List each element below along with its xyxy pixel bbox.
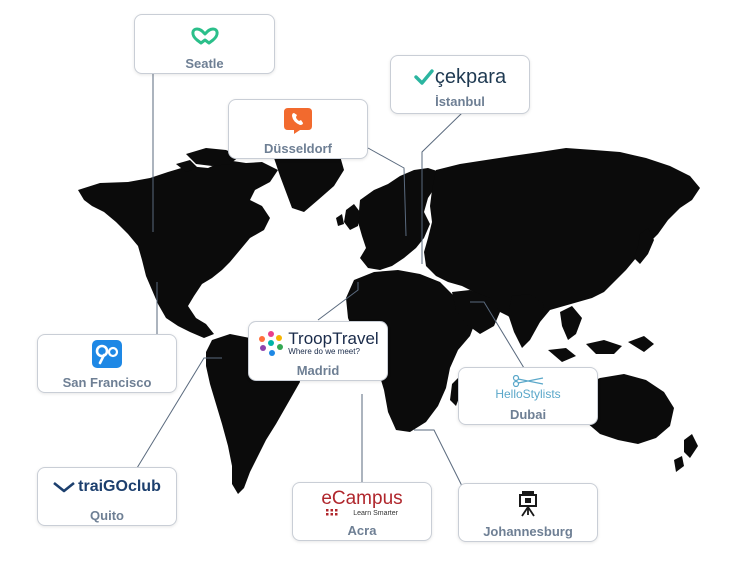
cekpara-logo: çekpara bbox=[414, 60, 506, 94]
city-label: San Francisco bbox=[62, 375, 152, 390]
ecampus-wordmark: eCampus bbox=[321, 487, 403, 509]
southeast-asia bbox=[548, 306, 654, 362]
city-label: Seatle bbox=[185, 55, 224, 71]
north-america bbox=[78, 160, 278, 338]
heart-links-icon bbox=[188, 18, 222, 52]
city-label: Acra bbox=[347, 522, 377, 538]
trooptravel-tagline: Where do we meet? bbox=[288, 346, 360, 356]
chevron-arrow-icon bbox=[53, 481, 75, 493]
location-card-johannesburg[interactable]: Johannesburg bbox=[458, 483, 598, 542]
checkmark-icon bbox=[414, 69, 434, 85]
connector-johannesburg bbox=[414, 429, 463, 487]
ecampus-tagline: Learn Smarter bbox=[353, 510, 398, 517]
connector-lines bbox=[136, 73, 525, 487]
location-card-seatle[interactable]: Seatle bbox=[134, 14, 275, 74]
new-zealand bbox=[674, 434, 698, 472]
traigoclub-logo: traiGOclub bbox=[53, 470, 161, 504]
connector-madrid bbox=[317, 282, 359, 321]
trooptravel-logo: TroopTravel Where do we meet? bbox=[257, 325, 379, 361]
grid-dots-icon bbox=[325, 508, 338, 515]
trooptravel-wordmark: TroopTravel bbox=[288, 328, 379, 348]
city-label: Madrid bbox=[296, 362, 340, 378]
ecampus-logo: eCampus Learn Smarter bbox=[321, 486, 402, 522]
continents bbox=[78, 142, 700, 494]
location-card-istanbul[interactable]: çekpara İstanbul bbox=[390, 55, 530, 114]
city-label: İstanbul bbox=[435, 94, 485, 109]
easel-icon bbox=[517, 486, 539, 520]
japan bbox=[634, 228, 654, 264]
europe bbox=[358, 168, 440, 270]
cekpara-wordmark: çekpara bbox=[434, 65, 507, 88]
connector-dusseldorf bbox=[367, 147, 407, 237]
city-label: Quito bbox=[90, 508, 124, 523]
city-label: Johannesburg bbox=[483, 524, 573, 539]
infinity-connect-icon bbox=[91, 337, 123, 371]
asia bbox=[424, 148, 700, 334]
location-card-acra[interactable]: eCampus Learn Smarter Acra bbox=[292, 482, 432, 541]
connector-quito bbox=[136, 357, 222, 469]
traigoclub-wordmark: traiGOclub bbox=[78, 478, 161, 495]
africa bbox=[346, 270, 476, 432]
australia bbox=[576, 374, 674, 444]
location-card-madrid[interactable]: TroopTravel Where do we meet? Madrid bbox=[248, 321, 388, 381]
arabia bbox=[452, 290, 500, 334]
location-card-quito[interactable]: traiGOclub Quito bbox=[37, 467, 177, 526]
connector-istanbul bbox=[421, 112, 463, 264]
greenland bbox=[274, 150, 344, 212]
hellostylists-wordmark: HelloStylists bbox=[495, 386, 561, 401]
connector-dubai bbox=[470, 301, 525, 369]
india bbox=[508, 294, 544, 348]
location-card-sanfrancisco[interactable]: San Francisco bbox=[37, 334, 177, 393]
city-label: Dubai bbox=[509, 406, 547, 422]
location-card-dusseldorf[interactable]: Düsseldorf bbox=[228, 99, 368, 159]
starburst-people-icon bbox=[259, 330, 284, 356]
city-label: Düsseldorf bbox=[264, 140, 332, 156]
scissors-icon bbox=[512, 374, 544, 387]
hellostylists-logo: HelloStylists bbox=[495, 371, 561, 405]
phone-speech-bubble-icon bbox=[282, 103, 314, 137]
location-card-dubai[interactable]: HelloStylists Dubai bbox=[458, 367, 598, 425]
british-isles bbox=[336, 204, 360, 230]
